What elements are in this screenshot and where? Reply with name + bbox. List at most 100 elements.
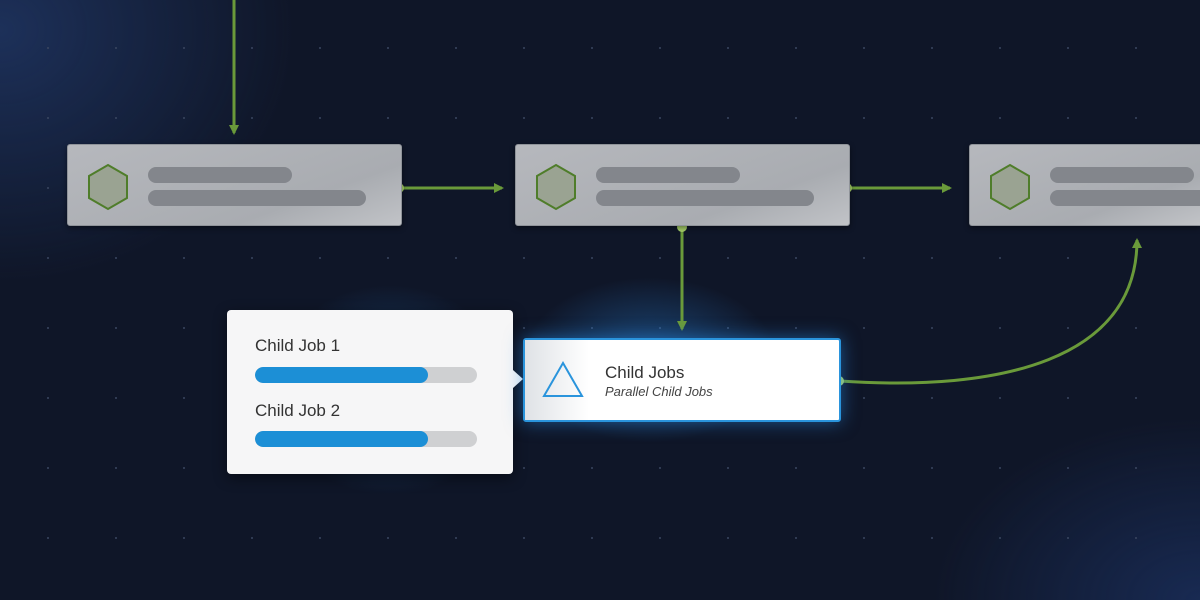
grid-dot bbox=[795, 117, 797, 119]
grid-dot bbox=[387, 117, 389, 119]
placeholder-bar bbox=[148, 167, 292, 183]
grid-dot bbox=[659, 467, 661, 469]
grid-dot bbox=[999, 537, 1001, 539]
grid-dot bbox=[931, 257, 933, 259]
grid-dot bbox=[863, 117, 865, 119]
grid-dot bbox=[1135, 327, 1137, 329]
grid-dot bbox=[1067, 117, 1069, 119]
grid-dot bbox=[183, 467, 185, 469]
grid-dot bbox=[183, 397, 185, 399]
grid-dot bbox=[319, 257, 321, 259]
grid-dot bbox=[47, 327, 49, 329]
node-icon-area bbox=[525, 340, 589, 420]
grid-dot bbox=[727, 257, 729, 259]
grid-dot bbox=[319, 537, 321, 539]
grid-dot bbox=[659, 537, 661, 539]
grid-dot bbox=[523, 47, 525, 49]
grid-dot bbox=[591, 257, 593, 259]
grid-dot bbox=[931, 537, 933, 539]
placeholder-bar bbox=[1050, 167, 1194, 183]
grid-dot bbox=[47, 467, 49, 469]
grid-dot bbox=[795, 257, 797, 259]
grid-dot bbox=[115, 467, 117, 469]
grid-dot bbox=[863, 257, 865, 259]
grid-dot bbox=[251, 47, 253, 49]
grid-dot bbox=[251, 257, 253, 259]
grid-dot bbox=[1135, 397, 1137, 399]
grid-dot bbox=[1135, 47, 1137, 49]
grid-dot bbox=[795, 327, 797, 329]
grid-dot bbox=[659, 47, 661, 49]
grid-dot bbox=[1135, 117, 1137, 119]
grid-dot bbox=[183, 537, 185, 539]
grid-dot bbox=[47, 257, 49, 259]
grid-dot bbox=[47, 47, 49, 49]
grid-dot bbox=[319, 47, 321, 49]
grid-dot bbox=[387, 257, 389, 259]
grid-dot bbox=[863, 397, 865, 399]
placeholder-bar bbox=[1050, 190, 1200, 206]
grid-dot bbox=[795, 537, 797, 539]
grid-dot bbox=[523, 257, 525, 259]
grid-dot bbox=[319, 117, 321, 119]
grid-dot bbox=[999, 257, 1001, 259]
grid-dot bbox=[727, 537, 729, 539]
hexagon-icon bbox=[88, 163, 128, 211]
grid-dot bbox=[999, 327, 1001, 329]
grid-dot bbox=[659, 327, 661, 329]
placeholder-bar bbox=[596, 167, 740, 183]
job-card-2[interactable] bbox=[515, 144, 850, 226]
grid-dot bbox=[1067, 467, 1069, 469]
grid-dot bbox=[1135, 537, 1137, 539]
triangle-icon bbox=[542, 360, 584, 397]
grid-dot bbox=[659, 257, 661, 259]
grid-dot bbox=[931, 327, 933, 329]
grid-dot bbox=[863, 467, 865, 469]
grid-dot bbox=[863, 537, 865, 539]
node-title: Child Jobs bbox=[605, 363, 685, 382]
grid-dot bbox=[999, 47, 1001, 49]
grid-dot bbox=[47, 537, 49, 539]
grid-dot bbox=[727, 327, 729, 329]
child-jobs-node[interactable]: Child Jobs Parallel Child Jobs bbox=[523, 338, 841, 422]
placeholder-bar bbox=[148, 190, 366, 206]
child-job-progress-fill bbox=[255, 431, 429, 447]
grid-dot bbox=[523, 327, 525, 329]
child-job-label: Child Job 2 bbox=[255, 401, 341, 420]
grid-dot bbox=[387, 537, 389, 539]
grid-dot bbox=[727, 467, 729, 469]
grid-dot bbox=[591, 117, 593, 119]
grid-dot bbox=[1067, 47, 1069, 49]
child-jobs-popover: Child Job 1 Child Job 2 bbox=[227, 310, 523, 474]
grid-dot bbox=[115, 257, 117, 259]
grid-dot bbox=[591, 327, 593, 329]
grid-dot bbox=[115, 117, 117, 119]
grid-dot bbox=[115, 397, 117, 399]
job-card-1[interactable] bbox=[67, 144, 402, 226]
grid-dot bbox=[455, 257, 457, 259]
grid-dot bbox=[591, 47, 593, 49]
child-job-progress-fill bbox=[255, 367, 429, 383]
placeholder-bar bbox=[596, 190, 814, 206]
hexagon-icon bbox=[990, 163, 1030, 211]
grid-dot bbox=[115, 47, 117, 49]
grid-dot bbox=[183, 47, 185, 49]
grid-dot bbox=[455, 117, 457, 119]
grid-dot bbox=[931, 467, 933, 469]
grid-dot bbox=[523, 467, 525, 469]
grid-dot bbox=[1067, 257, 1069, 259]
job-card-3[interactable] bbox=[969, 144, 1200, 226]
grid-dot bbox=[863, 327, 865, 329]
grid-dot bbox=[523, 537, 525, 539]
grid-dot bbox=[999, 117, 1001, 119]
grid-dot bbox=[591, 537, 593, 539]
grid-dot bbox=[251, 117, 253, 119]
grid-dot bbox=[795, 47, 797, 49]
grid-dot bbox=[1067, 397, 1069, 399]
grid-dot bbox=[47, 117, 49, 119]
grid-dot bbox=[47, 397, 49, 399]
node-subtitle: Parallel Child Jobs bbox=[605, 384, 713, 399]
child-job-progress bbox=[255, 431, 477, 447]
grid-dot bbox=[863, 47, 865, 49]
